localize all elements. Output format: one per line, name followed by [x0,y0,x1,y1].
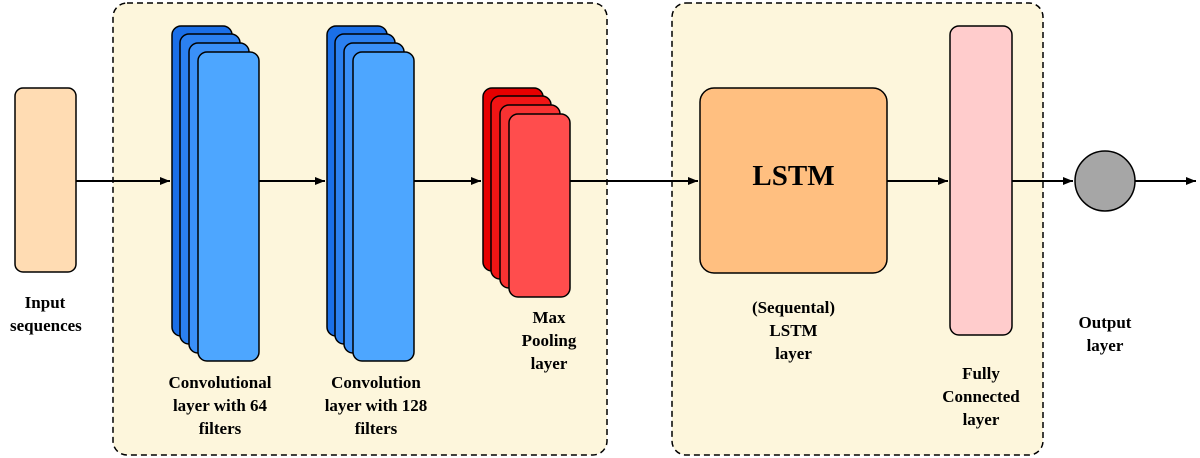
pooling-label: Max Pooling layer [494,306,604,375]
input-label-line-2: sequences [10,316,82,335]
pooling-label-line-3: layer [530,354,568,373]
lstm-layer-label-line-3: layer [775,344,812,363]
lstm-layer-label-line-1: (Sequental) [751,298,836,317]
dense-label-line-2: Connected [942,387,1020,406]
conv128-label-line-3: filters [354,419,398,438]
conv128-layer-stack [326,25,415,362]
output-label: Output layer [1060,311,1150,357]
input-label: Input sequences [10,291,82,337]
pooling-label-line-1: Max [532,308,566,327]
conv64-label-line-3: filters [198,419,242,438]
pooling-label-line-2: Pooling [521,331,577,350]
input-block [14,87,77,273]
output-label-line-1: Output [1078,313,1132,332]
lstm-block-label: LSTM [752,160,835,192]
input-label-line-1: Input [24,293,66,312]
conv64-label: Convolutional layer with 64 filters [150,371,290,440]
output-node [1074,150,1136,212]
conv128-label: Convolution layer with 128 filters [306,371,446,440]
conv64-label-line-1: Convolutional [168,373,272,392]
max-pooling-layer-stack [482,87,571,298]
dense-label-line-3: layer [962,410,1000,429]
dense-label: Fully Connected layer [921,362,1041,431]
fully-connected-block [949,25,1013,336]
dense-label-line-1: Fully [962,364,1000,383]
conv64-layer-stack [171,25,260,362]
conv128-label-line-1: Convolution [331,373,421,392]
lstm-layer-label: (Sequental) LSTM layer [716,296,871,365]
conv64-label-line-2: layer with 64 [172,396,268,415]
conv128-label-line-2: layer with 128 [324,396,428,415]
output-label-line-2: layer [1086,336,1124,355]
lstm-layer-label-line-2: LSTM [769,321,818,340]
